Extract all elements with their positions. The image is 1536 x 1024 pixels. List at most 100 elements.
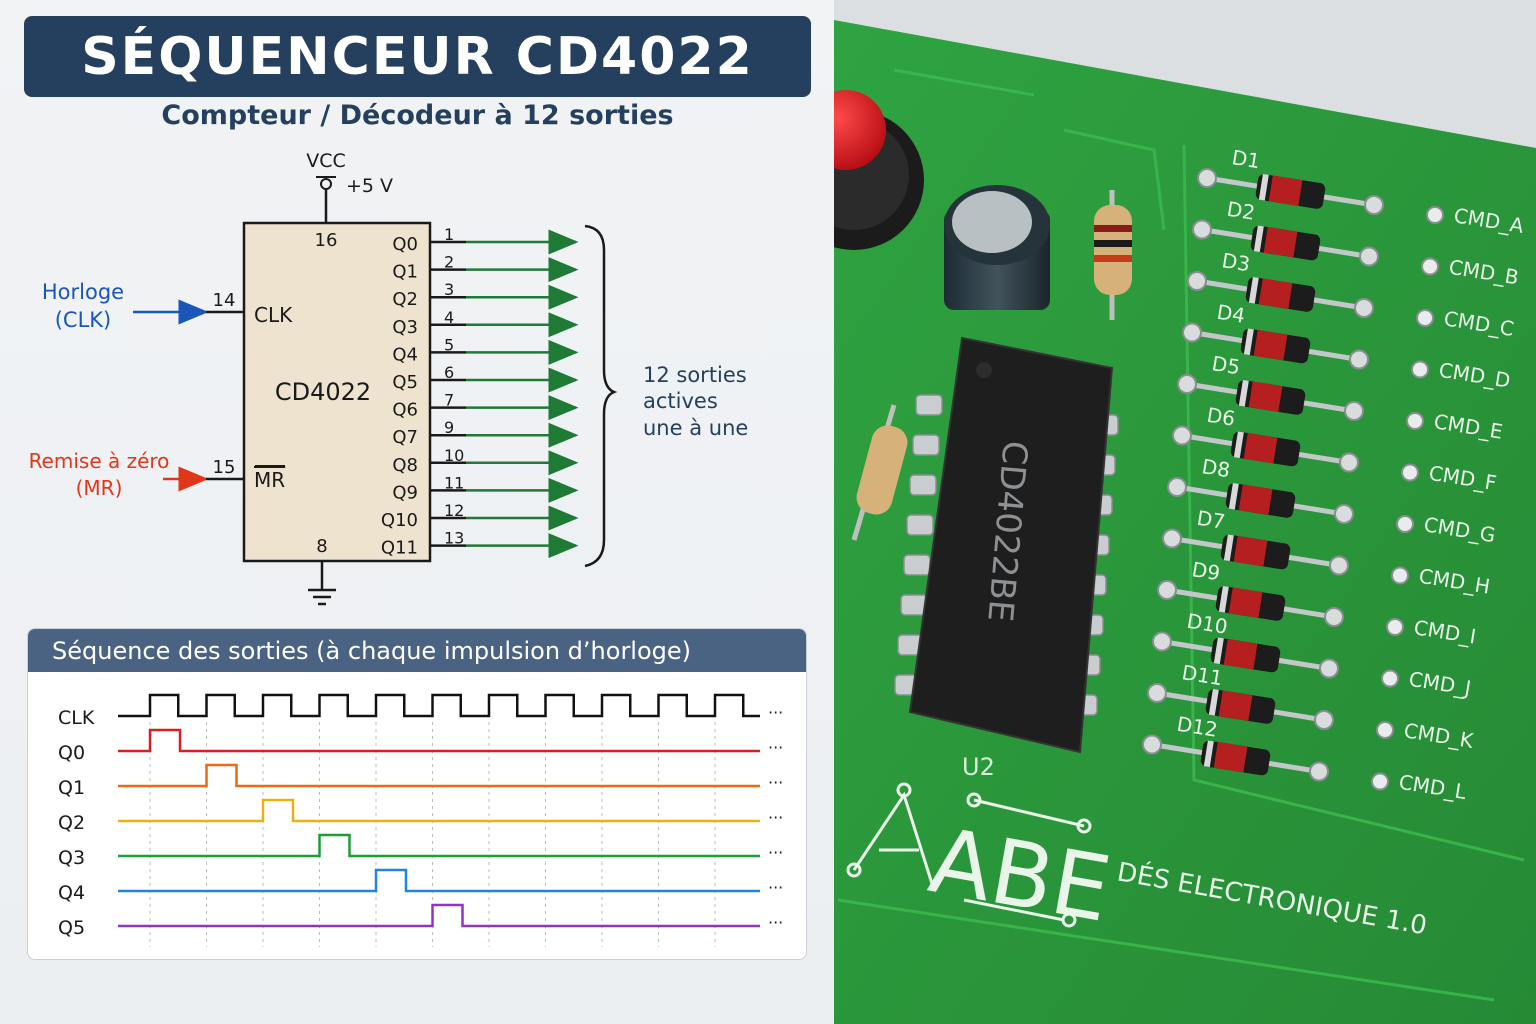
timing-diagram: CLK···Q0···Q1···Q2···Q3···Q4···Q5··· bbox=[58, 693, 783, 947]
ground-icon bbox=[308, 588, 336, 606]
continuation-ellipsis: ··· bbox=[768, 808, 783, 827]
signal-waveform-q3 bbox=[118, 833, 760, 858]
test-pad bbox=[1396, 515, 1414, 533]
output-pin-number: 1 bbox=[444, 225, 454, 244]
output-pin-number: 5 bbox=[444, 335, 454, 354]
mr-input-label-2: (MR) bbox=[76, 476, 123, 500]
ic-pin bbox=[912, 434, 940, 456]
test-pad bbox=[1406, 412, 1424, 430]
diode-ref: D3 bbox=[1220, 248, 1252, 276]
page-title: SÉQUENCEUR CD4022 bbox=[24, 16, 811, 97]
output-pin-number: 12 bbox=[444, 501, 464, 520]
output-pin-number: 3 bbox=[444, 280, 454, 299]
test-pad bbox=[1401, 463, 1419, 482]
chip-name: CD4022 bbox=[275, 378, 371, 406]
output-pin-number: 2 bbox=[444, 253, 454, 272]
signal-waveform-q4 bbox=[118, 868, 760, 893]
sequence-header: Séquence des sorties (à chaque impulsion… bbox=[28, 629, 806, 672]
output-pin-q4: Q4 5 bbox=[392, 335, 579, 365]
clk-input-label-1: Horloge bbox=[42, 280, 124, 304]
output-pin-number: 9 bbox=[444, 418, 454, 437]
outputs-brace bbox=[584, 224, 618, 568]
signal-label-q5: Q5 bbox=[58, 917, 85, 939]
chip-body bbox=[242, 221, 432, 563]
ic-pin bbox=[909, 474, 937, 496]
signal-label-clk: CLK bbox=[58, 707, 95, 729]
output-pin-label: Q8 bbox=[392, 455, 418, 476]
test-pad bbox=[1391, 566, 1409, 585]
clk-input-label-2: (CLK) bbox=[55, 308, 112, 332]
continuation-ellipsis: ··· bbox=[768, 738, 783, 757]
output-pin-q8: Q8 10 bbox=[392, 446, 579, 476]
diode-ref: D9 bbox=[1190, 557, 1222, 585]
resistor-1 bbox=[1094, 190, 1132, 320]
continuation-ellipsis: ··· bbox=[768, 913, 783, 932]
output-pin-number: 11 bbox=[444, 473, 464, 492]
page-subtitle: Compteur / Décodeur à 12 sorties bbox=[161, 100, 674, 131]
continuation-ellipsis: ··· bbox=[768, 773, 783, 792]
ic-ref: U2 bbox=[962, 753, 995, 781]
output-pin-label: Q5 bbox=[392, 372, 418, 393]
mr-pin-label: MR bbox=[254, 468, 285, 492]
ic-pin bbox=[915, 394, 943, 416]
clk-pin-number: 14 bbox=[213, 290, 236, 311]
output-pin-q11: Q11 13 bbox=[381, 529, 579, 559]
output-pin-label: Q4 bbox=[392, 344, 418, 365]
vcc-pin-number: 16 bbox=[315, 230, 338, 251]
output-pin-number: 13 bbox=[444, 529, 464, 548]
clk-pin-label: CLK bbox=[254, 303, 293, 327]
ic-pin bbox=[906, 514, 934, 536]
vcc-label: VCC bbox=[306, 150, 346, 172]
diode-ref: D5 bbox=[1210, 351, 1242, 379]
cd4022-schematic: VCC +5 V 16 CD4022 8 Horloge (CLK) 14 CL… bbox=[29, 150, 748, 606]
outputs-note-1: 12 sorties bbox=[643, 363, 747, 387]
sequence-panel: Séquence des sorties (à chaque impulsion… bbox=[27, 628, 807, 960]
mr-pin-number: 15 bbox=[213, 457, 236, 478]
diode-ref: D6 bbox=[1205, 403, 1237, 431]
test-pad bbox=[1376, 721, 1394, 739]
output-pin-number: 4 bbox=[444, 308, 454, 327]
schematic-panel: SÉQUENCEUR CD4022 Compteur / Décodeur à … bbox=[0, 0, 834, 1024]
ic-pin bbox=[903, 554, 931, 576]
signal-waveform-q2 bbox=[118, 798, 760, 823]
diode-ref: D7 bbox=[1195, 506, 1227, 534]
diode-ref: D2 bbox=[1225, 197, 1257, 225]
outputs-note-3: une à une bbox=[643, 416, 748, 440]
test-pad bbox=[1416, 309, 1434, 327]
signal-label-q2: Q2 bbox=[58, 812, 85, 834]
test-pad bbox=[1381, 669, 1399, 688]
diode-ref: D1 bbox=[1230, 145, 1262, 173]
continuation-ellipsis: ··· bbox=[768, 843, 783, 862]
signal-waveform-q1 bbox=[118, 763, 760, 788]
output-pin-label: Q11 bbox=[381, 538, 418, 559]
signal-waveform-q5 bbox=[118, 903, 760, 928]
output-pin-number: 7 bbox=[444, 391, 454, 410]
pcb-board: CD4022BE U2 D1CMD_AD2CMD_BD3CMD_CD4CMD_D… bbox=[834, 0, 1536, 1024]
signal-waveform-clk bbox=[118, 693, 760, 718]
gnd-pin-number: 8 bbox=[316, 536, 327, 557]
capacitor bbox=[944, 185, 1050, 310]
output-pin-label: Q10 bbox=[381, 510, 418, 531]
test-pad bbox=[1411, 360, 1429, 379]
outputs-note-2: actives bbox=[643, 389, 718, 413]
output-pin-number: 10 bbox=[444, 446, 464, 465]
continuation-ellipsis: ··· bbox=[768, 878, 783, 897]
test-pad bbox=[1371, 772, 1389, 791]
signal-label-q1: Q1 bbox=[58, 777, 85, 799]
signal-waveform-q0 bbox=[118, 728, 760, 753]
continuation-ellipsis: ··· bbox=[768, 703, 783, 722]
vcc-voltage: +5 V bbox=[346, 175, 393, 197]
